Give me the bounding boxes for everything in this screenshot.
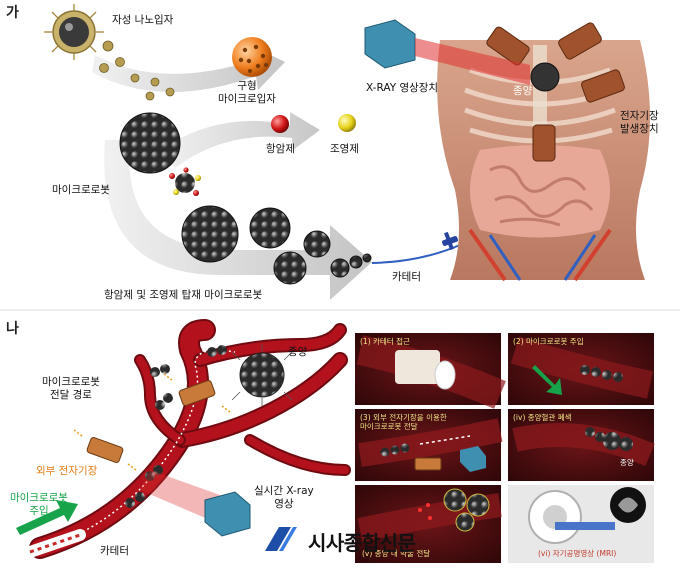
panel5-drug-delivery-icons xyxy=(357,488,502,542)
xray-label-b: 실시간 X-ray 영상 xyxy=(254,485,314,511)
tumor-label-b: 종양 xyxy=(288,346,308,358)
catheter-label-b: 카테터 xyxy=(100,545,129,557)
panel-4-tumor-label: 종양 xyxy=(620,458,634,467)
section-a-marker: 가 xyxy=(6,5,19,21)
vessel-microrobot-icons xyxy=(125,345,227,508)
magnetic-nanoparticle-icon xyxy=(44,4,104,60)
panel3-magnetic-guidance-icons xyxy=(358,418,503,472)
delivery-path-label: 마이크로로봇 전달 경로 xyxy=(42,376,100,402)
panel-3-caption: (3) 외부 전자기장을 이용한 마이크로로봇 전달 xyxy=(360,413,447,431)
section-b-marker: 나 xyxy=(6,321,19,337)
panel-4-caption: (iv) 종양혈관 폐색 xyxy=(513,413,572,422)
blood-vessel-tree xyxy=(29,319,351,559)
injection-label: 마이크로로봇 주입 xyxy=(10,492,68,518)
catheter-label-a: 카테터 xyxy=(392,271,421,283)
xray-device-label: X-RAY 영상장치 xyxy=(366,82,439,94)
injection-arrow-icon xyxy=(16,500,78,535)
loaded-microrobot-small-icon xyxy=(169,167,201,196)
panel4-embolization-icons xyxy=(512,423,655,467)
synthesis-flow-arrow-main xyxy=(104,140,372,300)
xray-device-icon xyxy=(364,19,530,85)
electromagnet-icons xyxy=(73,373,231,471)
panel-1-caption: (1) 카테터 접근 xyxy=(360,337,410,346)
nanoparticle-icons xyxy=(99,40,175,101)
panel-5-caption: (v) 종양 내 약물 전달 xyxy=(362,549,431,558)
microrobot-cluster-icon xyxy=(119,112,181,174)
anticancer-drug-label: 항암제 xyxy=(266,143,295,155)
em-coil-icons xyxy=(486,22,625,162)
magnetic-nanoparticle-label: 자성 나노입자 xyxy=(112,14,174,26)
contrast-agent-icon xyxy=(338,114,356,132)
panel2-injection-icons xyxy=(510,336,653,399)
synthesis-flow-arrow-middle xyxy=(160,112,320,168)
delivery-path-line xyxy=(59,349,236,543)
catheter-hub-icon xyxy=(442,231,458,251)
porous-microparticle-icon xyxy=(232,37,272,77)
microrobot-label: 마이크로로봇 xyxy=(52,184,110,196)
loaded-microrobot-label: 항암제 및 조영제 탑재 마이크로로봇 xyxy=(104,289,263,301)
watermark: 시사종합신문 xyxy=(268,527,416,556)
anticancer-drug-icon xyxy=(271,115,289,133)
watermark-text: 시사종합신문 xyxy=(308,531,416,555)
catheter-tip-icon xyxy=(24,529,86,558)
tumor-label-a: 종양 xyxy=(513,85,533,97)
microrobot-chain-icons xyxy=(181,205,372,285)
panel-6-caption: (vi) 자기공명영상 (MRI) xyxy=(538,549,617,558)
em-field-device-label: 전자기장 발생장치 xyxy=(620,110,659,136)
watermark-logo-icon xyxy=(265,527,297,551)
contrast-agent-label: 조영제 xyxy=(330,143,359,155)
mri-scanner-icon xyxy=(528,487,646,544)
panel-2-caption: (2) 마이크로로봇 주입 xyxy=(513,337,584,346)
porous-microparticle-label: 구형 마이크로입자 xyxy=(218,80,276,106)
synthesis-flow-arrow-upper xyxy=(92,45,285,93)
external-field-label: 외부 전자기장 xyxy=(36,465,98,477)
panel1-catheter-icon xyxy=(356,335,506,409)
xray-source-icon xyxy=(140,470,251,537)
tumor-icon xyxy=(231,344,293,406)
